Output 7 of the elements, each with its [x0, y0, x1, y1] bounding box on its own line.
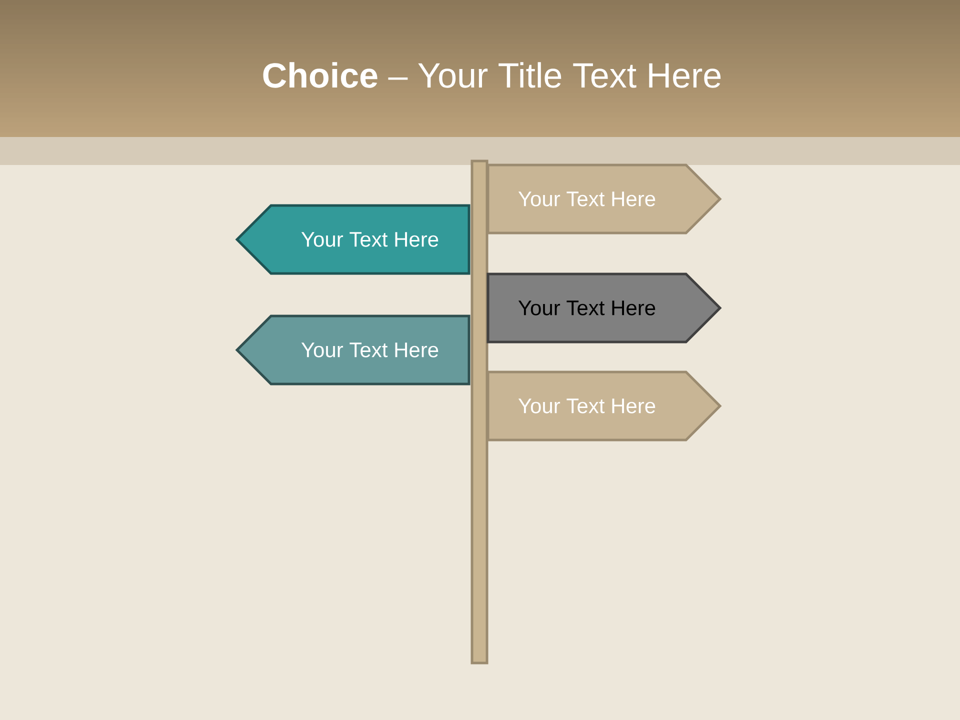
sign-board: Your Text Here: [486, 272, 722, 344]
sign-board: Your Text Here: [486, 164, 722, 234]
title: Choice – Your Title Text Here: [263, 62, 721, 88]
sign-board: Your Text Here: [486, 370, 722, 442]
sign-board: Your Text Here: [235, 204, 470, 275]
sign-board: Your Text Here: [235, 314, 470, 386]
signpost-pole: [470, 160, 488, 664]
